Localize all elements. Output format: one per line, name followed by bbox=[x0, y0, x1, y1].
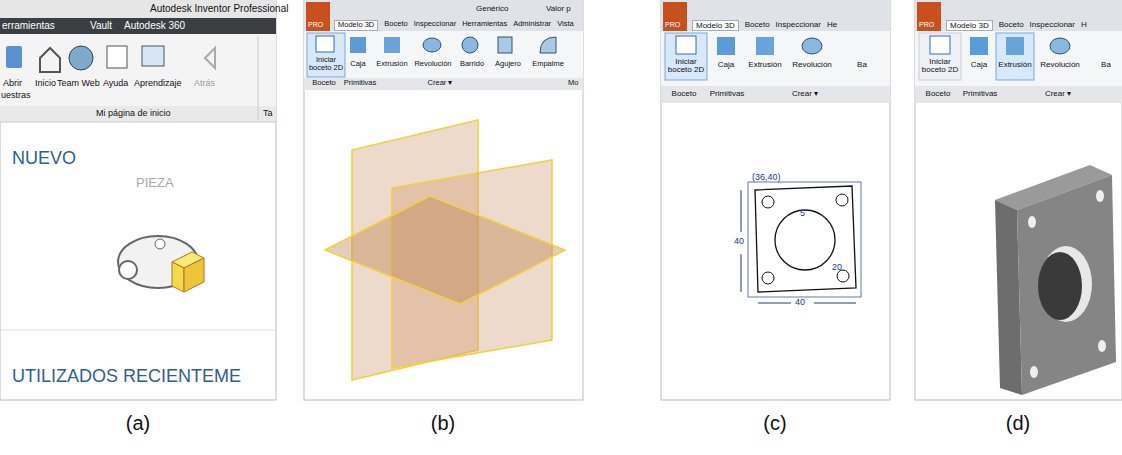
ui-label: uestras bbox=[1, 90, 31, 100]
tab: Modelo 3D bbox=[946, 20, 993, 31]
tab: Boceto bbox=[384, 20, 407, 29]
logo-text: PRO bbox=[919, 21, 934, 29]
tab: Boceto bbox=[999, 20, 1024, 29]
ui-label: Boceto bbox=[312, 79, 335, 88]
tab: Boceto bbox=[745, 20, 770, 29]
logo-text: PRO bbox=[308, 21, 323, 29]
ui-label: Barrido bbox=[460, 60, 484, 69]
ui-label: Crear ▾ bbox=[428, 79, 453, 88]
tab: Administrar bbox=[513, 20, 551, 29]
ui-label: Ba bbox=[1101, 60, 1111, 69]
dimension: 20 bbox=[832, 262, 842, 272]
ui-label: Crear ▾ bbox=[1045, 89, 1071, 98]
panel-a bbox=[0, 0, 276, 400]
ui-label: Revolución bbox=[414, 60, 451, 69]
ui-label: Ta bbox=[263, 108, 273, 118]
ui-label: Revolución bbox=[1040, 60, 1080, 69]
ui-label: Abrir bbox=[3, 78, 22, 88]
ui-label: Caja bbox=[718, 60, 734, 69]
tab: Herramientas bbox=[462, 20, 507, 29]
dimension: 5 bbox=[800, 208, 805, 218]
ui-label: Autodesk Inventor Professional bbox=[150, 3, 288, 15]
ui-label: Agujero bbox=[495, 60, 521, 69]
ui-label: Team Web bbox=[57, 78, 100, 88]
ui-label: Aprendizaje bbox=[134, 78, 182, 88]
caption: (c) bbox=[763, 412, 786, 435]
ui-label: Caja bbox=[350, 60, 365, 69]
ui-label: NUEVO bbox=[12, 148, 76, 169]
button-label: Iniciar boceto 2D bbox=[920, 58, 960, 75]
ui-label: PIEZA bbox=[136, 176, 174, 191]
ui-label: Crear ▾ bbox=[792, 89, 818, 98]
ui-label: Mo bbox=[568, 79, 578, 88]
ui-label: Caja bbox=[971, 60, 987, 69]
tab: Modelo 3D bbox=[334, 20, 378, 31]
caption: (d) bbox=[1006, 412, 1030, 435]
tab: Modelo 3D bbox=[692, 20, 739, 31]
ui-label: Primitivas bbox=[963, 89, 998, 98]
ui-label: Extrusión bbox=[748, 60, 781, 69]
ui-label: Revolución bbox=[792, 60, 832, 69]
tab: Inspeccionar bbox=[414, 20, 457, 29]
ui-label: Extrusión bbox=[998, 60, 1031, 69]
dimension: 40 bbox=[795, 297, 805, 307]
panel-b bbox=[304, 0, 583, 400]
ui-label: Atrás bbox=[194, 78, 215, 88]
button-label: Iniciar boceto 2D bbox=[666, 58, 706, 75]
caption: (a) bbox=[126, 412, 150, 435]
ui-label: Boceto bbox=[926, 89, 951, 98]
tab: He bbox=[827, 20, 837, 29]
ui-label: Primitivas bbox=[710, 89, 745, 98]
ui-label: Inicio bbox=[35, 78, 56, 88]
dimension: 40 bbox=[734, 236, 744, 246]
button-label: Iniciar boceto 2D bbox=[306, 56, 346, 72]
tab: H bbox=[1081, 20, 1087, 29]
ui-label: Valor p bbox=[546, 4, 571, 13]
ui-label: Autodesk 360 bbox=[124, 20, 185, 32]
ui-label: Vault bbox=[90, 20, 112, 32]
ui-label: Mi página de inicio bbox=[96, 108, 171, 118]
ui-label: Empalme bbox=[532, 60, 564, 69]
ui-label: Genérico bbox=[476, 4, 508, 13]
panel-c bbox=[661, 0, 890, 400]
dimension: (36,40) bbox=[752, 172, 781, 182]
tab: Inspeccionar bbox=[1030, 20, 1075, 29]
tab: Vista bbox=[557, 20, 574, 29]
ui-label: Ba bbox=[857, 60, 867, 69]
panel-d bbox=[915, 0, 1122, 400]
ui-label: erramientas bbox=[2, 20, 55, 32]
ui-label: Primitivas bbox=[344, 79, 377, 88]
ui-label: Extrusión bbox=[376, 60, 407, 69]
logo-text: PRO bbox=[665, 21, 680, 29]
ui-label: Boceto bbox=[672, 89, 697, 98]
caption: (b) bbox=[431, 412, 455, 435]
tab: Inspeccionar bbox=[776, 20, 821, 29]
ui-label: Ayuda bbox=[103, 78, 128, 88]
ui-label: UTILIZADOS RECIENTEME bbox=[12, 366, 241, 387]
